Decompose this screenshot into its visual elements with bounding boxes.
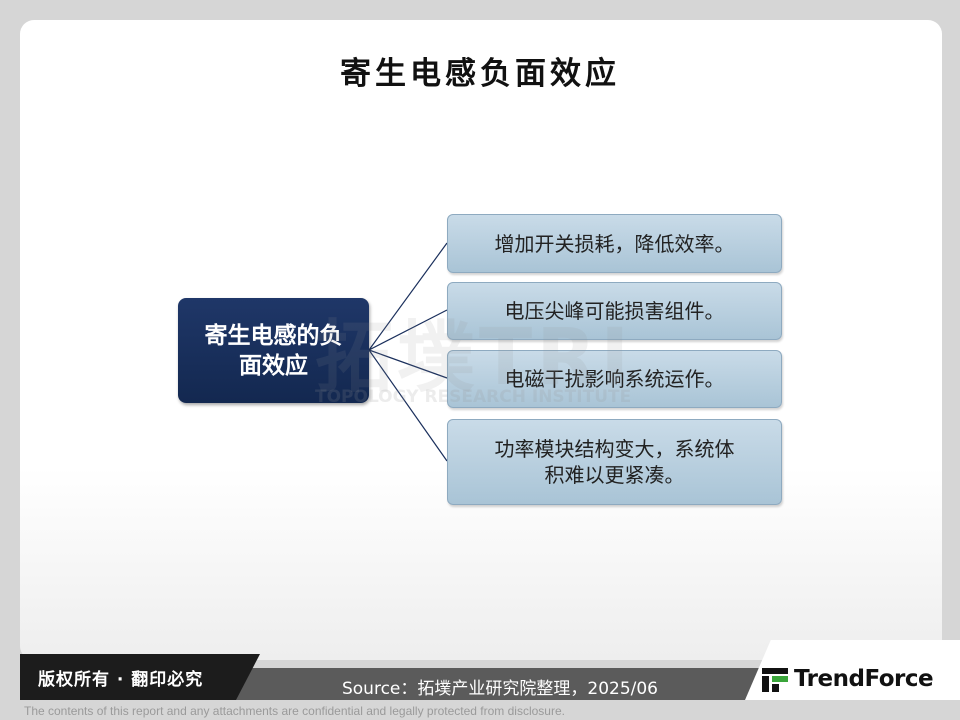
disclaimer-text: The contents of this report and any atta… — [24, 704, 565, 718]
effect-label: 功率模块结构变大，系统体积难以更紧凑。 — [494, 437, 735, 487]
connector-2 — [368, 309, 448, 351]
effect-node: 增加开关损耗，降低效率。 — [447, 214, 782, 273]
source-bar — [230, 668, 770, 700]
effect-node: 功率模块结构变大，系统体积难以更紧凑。 — [447, 419, 782, 505]
brand-name: TrendForce — [794, 666, 934, 692]
connector-3 — [368, 349, 448, 379]
slide-background — [20, 20, 942, 660]
root-node: 寄生电感的负面效应 — [178, 298, 369, 403]
effect-label: 增加开关损耗，降低效率。 — [494, 231, 735, 256]
copyright-badge: 版权所有 · 翻印必究 — [20, 654, 260, 700]
connector-1 — [368, 242, 448, 351]
connector-4 — [368, 349, 448, 462]
effect-label: 电磁干扰影响系统运作。 — [504, 367, 725, 391]
root-label: 寄生电感的负面效应 — [204, 322, 343, 379]
effect-node: 电磁干扰影响系统运作。 — [447, 350, 782, 408]
source-text: Source：拓墣产业研究院整理，2025/06 — [341, 679, 658, 699]
trendforce-logo-icon — [762, 668, 788, 692]
page-title: 寄生电感负面效应 — [340, 56, 620, 92]
effect-node: 电压尖峰可能损害组件。 — [447, 282, 782, 340]
effect-label: 电压尖峰可能损害组件。 — [504, 299, 725, 323]
